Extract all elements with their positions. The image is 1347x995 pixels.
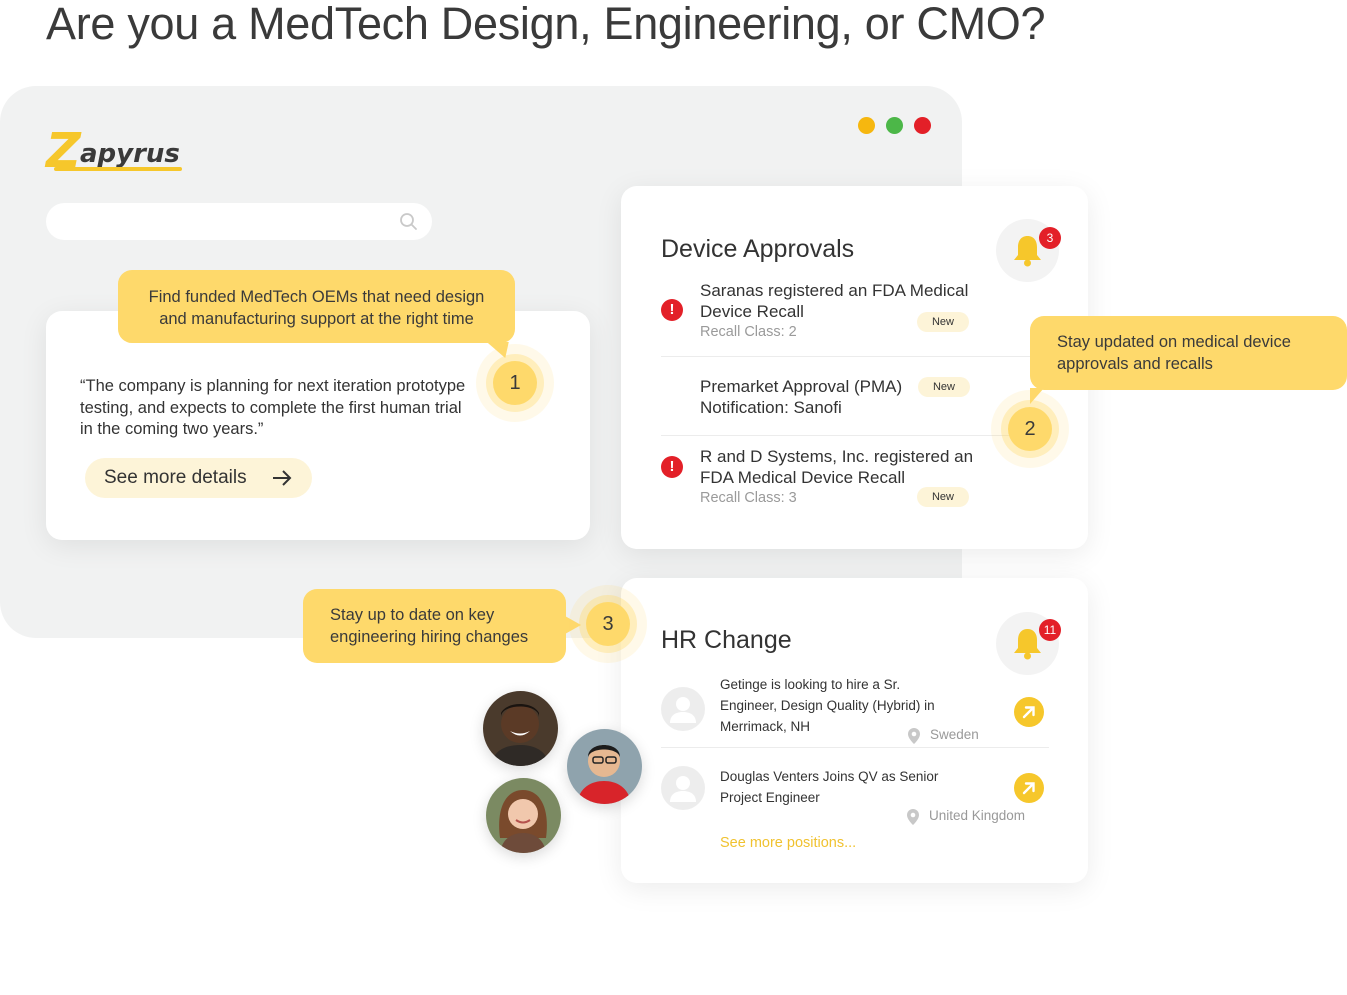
arrow-right-icon [273,470,292,486]
avatar-placeholder [661,766,705,810]
device-approvals-count-badge: 3 [1039,227,1061,249]
search-input[interactable] [46,203,432,240]
user-icon [670,697,696,723]
open-item-button[interactable] [1014,773,1044,803]
see-more-details-label: See more details [104,467,247,488]
see-more-details-button[interactable]: See more details [85,458,312,498]
oem-insight-card [46,311,590,540]
hr-change-count-badge: 11 [1039,619,1061,641]
alert-icon: ! [661,456,683,478]
callout-tail [565,616,581,634]
person-photo [483,691,558,766]
window-dot-red[interactable] [914,117,931,134]
hr-item-location: Sweden [908,727,979,744]
avatar-placeholder [661,687,705,731]
divider [661,435,1031,436]
step-badge-2: 2 [1008,407,1052,451]
window-dot-yellow[interactable] [858,117,875,134]
hr-item-text[interactable]: Getinge is looking to hire a Sr. Enginee… [720,677,935,734]
new-badge: New [917,487,969,507]
bell-icon [1014,629,1041,660]
location-pin-icon [908,728,920,744]
callout-tail [1030,388,1044,404]
location-pin-icon [907,809,919,825]
divider [661,356,1031,357]
device-item-recall-class: Recall Class: 2 [700,324,797,340]
hr-change-title: HR Change [661,626,792,654]
new-badge: New [918,377,970,397]
callout-find-oems: Find funded MedTech OEMs that need desig… [118,270,515,343]
device-item-title[interactable]: Premarket Approval (PMA) Notification: S… [700,377,903,417]
device-item-title[interactable]: Saranas registered an FDA Medical Device… [700,281,969,321]
callout-hiring-changes: Stay up to date on key engineering hirin… [303,589,566,663]
alert-icon: ! [661,299,683,321]
person-photo [486,778,561,853]
bell-icon [1014,236,1041,267]
hr-item-text[interactable]: Douglas Venters Joins QV as Senior Proje… [720,769,939,805]
step-badge-1: 1 [493,361,537,405]
person-photo [567,729,642,804]
callout-device-approvals: Stay updated on medical device approvals… [1030,316,1347,390]
arrow-up-right-icon [1022,706,1035,719]
device-approvals-title: Device Approvals [661,235,855,263]
user-icon [670,776,696,802]
device-item-title[interactable]: R and D Systems, Inc. registered an FDA … [700,447,974,487]
step-badge-3: 3 [586,602,630,646]
oem-quote: “The company is planning for next iterat… [80,377,466,438]
new-badge: New [917,312,969,332]
device-item-recall-class: Recall Class: 3 [700,490,797,506]
see-more-positions-link[interactable]: See more positions... [720,835,857,851]
search-icon[interactable] [399,212,418,231]
hr-item-location: United Kingdom [907,808,1025,825]
device-approvals-notifications[interactable] [996,219,1059,282]
window-dot-green[interactable] [886,117,903,134]
divider [661,747,1049,748]
open-item-button[interactable] [1014,697,1044,727]
arrow-up-right-icon [1022,782,1035,795]
page-title: Are you a MedTech Design, Engineering, o… [46,0,1046,49]
window-controls [858,117,931,134]
